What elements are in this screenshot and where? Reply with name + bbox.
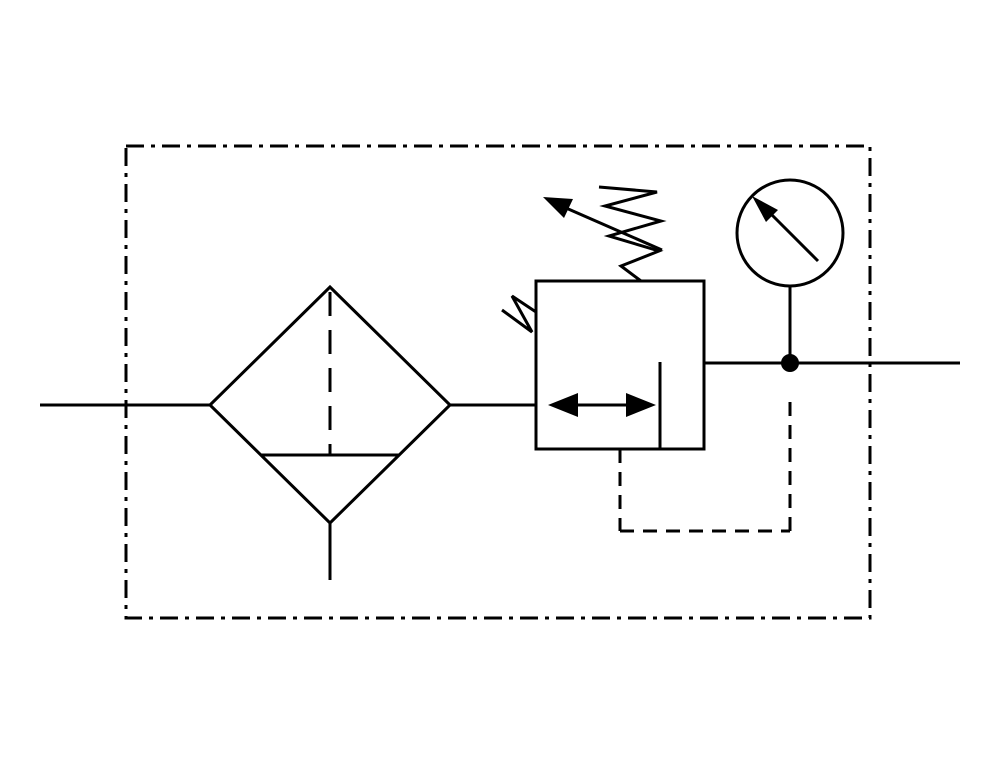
regulator-body bbox=[534, 279, 706, 451]
gauge-needle-shaft bbox=[768, 211, 820, 263]
gauge-needle-arrowhead bbox=[752, 196, 778, 222]
flow-double-arrow bbox=[548, 393, 656, 417]
pressure-gauge bbox=[735, 178, 845, 363]
adjustment-spring-assembly bbox=[543, 185, 667, 283]
gauge-dial-circle bbox=[735, 178, 845, 288]
flow-arrowhead-right bbox=[626, 393, 656, 417]
pressure-regulator bbox=[501, 279, 706, 451]
filter-body-diamond bbox=[207, 284, 453, 526]
enclosure-border bbox=[124, 144, 872, 620]
adjustment-spring-zigzag bbox=[598, 185, 667, 283]
pilot-feedback-line bbox=[618, 398, 792, 533]
filter-with-water-separator bbox=[207, 284, 453, 580]
adjustability-arrowhead bbox=[543, 197, 573, 218]
relief-spring bbox=[501, 294, 537, 334]
adjustability-arrow-shaft bbox=[565, 206, 663, 252]
flow-arrowhead-left bbox=[548, 393, 578, 417]
